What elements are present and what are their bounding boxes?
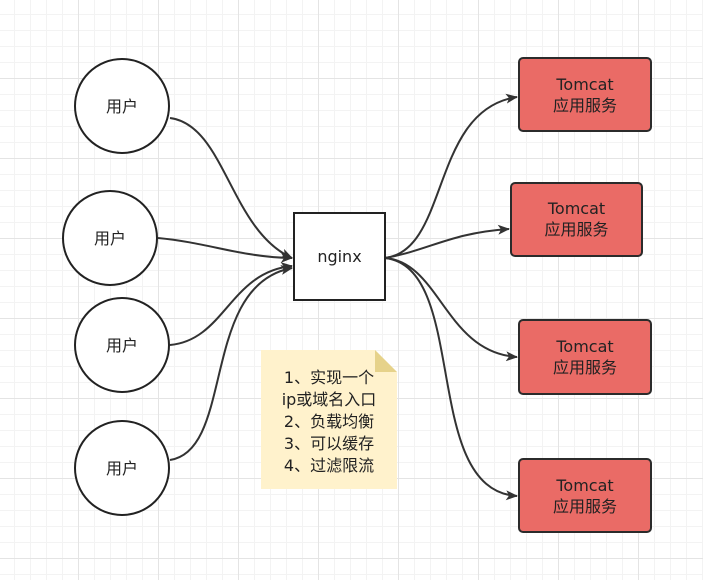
tomcat-server-node[interactable]: Tomcat 应用服务 xyxy=(518,319,652,395)
note-card[interactable]: 1、实现一个 ip或域名入口 2、负载均衡 3、可以缓存 4、过滤限流 xyxy=(261,350,397,489)
user-node[interactable]: 用户 xyxy=(62,190,158,286)
server-subtitle: 应用服务 xyxy=(544,220,608,239)
edge-user1-nginx xyxy=(169,117,293,259)
user-label: 用户 xyxy=(106,459,138,478)
note-line: 2、负载均衡 xyxy=(284,412,374,431)
tomcat-server-node[interactable]: Tomcat 应用服务 xyxy=(518,57,652,132)
note-fold-corner xyxy=(375,350,397,372)
edge-user4-nginx xyxy=(169,265,293,461)
server-title: Tomcat xyxy=(555,476,613,495)
user-label: 用户 xyxy=(106,97,138,116)
edges-nginx-to-servers xyxy=(384,93,518,501)
tomcat-server-node[interactable]: Tomcat 应用服务 xyxy=(518,458,652,533)
note-line: 1、实现一个 xyxy=(284,368,374,387)
server-subtitle: 应用服务 xyxy=(553,96,617,115)
edge-nginx-server2 xyxy=(384,224,510,259)
server-title: Tomcat xyxy=(555,75,613,94)
edge-user2-nginx xyxy=(157,237,293,263)
nginx-node[interactable]: nginx xyxy=(293,212,386,301)
user-node[interactable]: 用户 xyxy=(74,58,170,154)
user-label: 用户 xyxy=(94,229,126,248)
server-title: Tomcat xyxy=(555,337,613,356)
user-label: 用户 xyxy=(106,336,138,355)
edges-users-to-nginx xyxy=(157,117,293,461)
user-node[interactable]: 用户 xyxy=(74,420,170,516)
nginx-label: nginx xyxy=(317,247,361,266)
edge-nginx-server3 xyxy=(384,257,518,362)
server-title: Tomcat xyxy=(547,199,605,218)
tomcat-server-node[interactable]: Tomcat 应用服务 xyxy=(510,182,643,257)
edge-nginx-server1 xyxy=(384,93,518,259)
note-line: 4、过滤限流 xyxy=(284,456,374,475)
note-line: ip或域名入口 xyxy=(282,390,377,409)
note-line: 3、可以缓存 xyxy=(284,434,374,453)
edge-user3-nginx xyxy=(169,262,293,346)
server-subtitle: 应用服务 xyxy=(553,497,617,516)
server-subtitle: 应用服务 xyxy=(553,358,617,377)
edge-nginx-server4 xyxy=(384,257,518,501)
user-node[interactable]: 用户 xyxy=(74,297,170,393)
